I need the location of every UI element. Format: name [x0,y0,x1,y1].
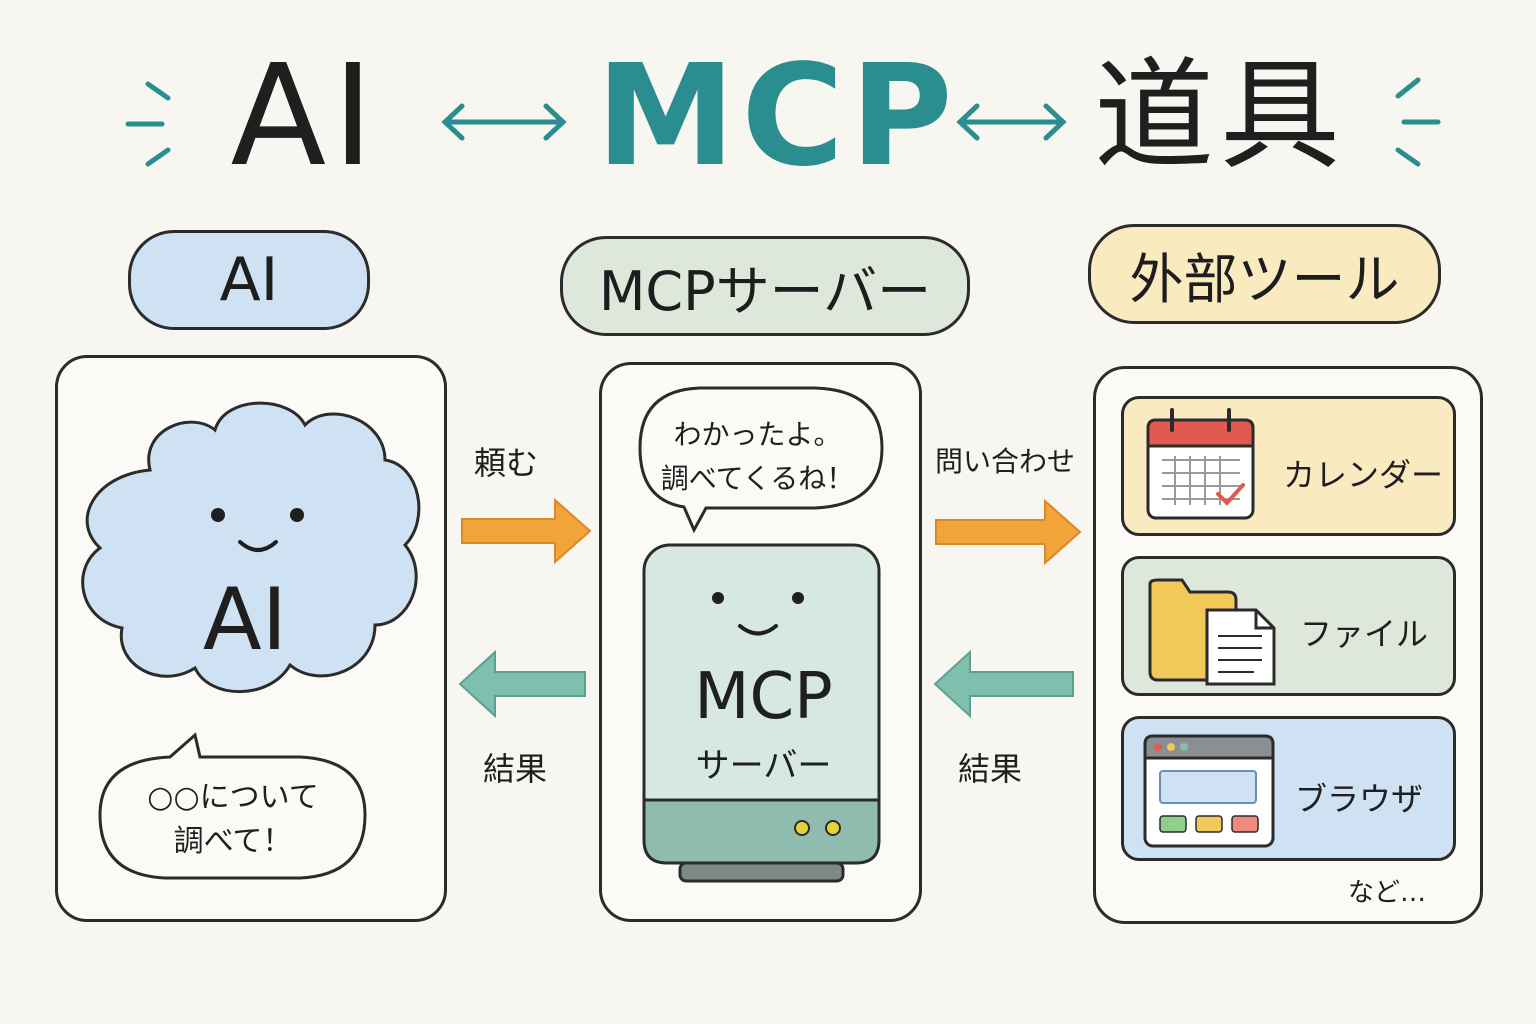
cloud-label: AI [202,570,288,670]
ai-cloud-icon [81,401,421,694]
section-label-ai: AI [128,230,370,330]
double-arrow-icon [441,103,567,141]
etc-label: など… [1348,878,1427,908]
ai-speech-bubble [98,732,367,880]
server-sublabel: サーバー [695,746,832,786]
folder-document-icon [1148,578,1276,686]
arrow-request-mcp-to-tools [935,498,1082,566]
tool-label-file: ファイル [1300,615,1429,653]
label-request: 頼む [474,444,539,482]
mcp-speech-bubble [638,386,884,534]
calendar-icon [1146,408,1255,520]
sparkle-left-icon [125,81,171,167]
title-tools: 道具 [1094,47,1346,186]
mcp-speech-text: わかったよ。 調べてくるね！ [660,418,855,495]
ai-speech-text: ○○について 調べて！ [147,780,319,859]
section-label-external-tools: 外部ツール [1088,224,1441,324]
sparkle-right-icon [1395,77,1441,167]
tool-label-browser: ブラウザ [1295,780,1424,818]
server-label: MCP [694,660,833,734]
label-result-right: 結果 [958,750,1023,788]
browser-window-icon [1143,734,1275,848]
double-arrow-icon [956,103,1067,141]
title-mcp: MCP [596,35,959,198]
tool-label-calendar: カレンダー [1283,456,1444,494]
label-inquiry: 問い合わせ [935,445,1076,478]
arrow-request-ai-to-mcp [461,497,592,565]
arrow-result-tools-to-mcp [933,649,1074,719]
arrow-result-mcp-to-ai [458,649,586,719]
section-label-mcp-server: MCPサーバー [560,236,970,336]
title-ai: AI [230,35,380,198]
label-result-left: 結果 [483,750,548,788]
server-icon [642,543,881,883]
